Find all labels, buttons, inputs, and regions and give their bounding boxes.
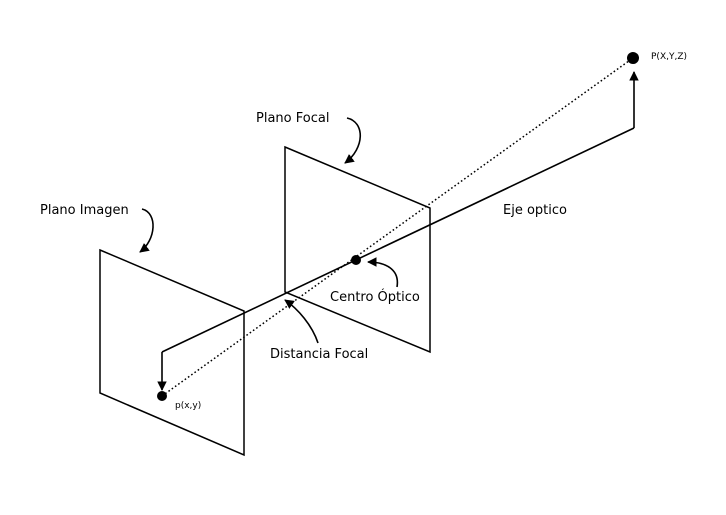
centro-optico-label: Centro Óptico <box>330 289 420 305</box>
distancia-focal-label: Distancia Focal <box>270 347 368 362</box>
image-plane <box>99 248 245 457</box>
plano-focal-label: Plano Focal <box>256 111 329 126</box>
image-point-dot <box>157 391 167 401</box>
focal-plane <box>284 145 431 354</box>
optical-axis-line <box>161 127 635 353</box>
distancia-focal-callout-arrow <box>284 299 319 344</box>
image-point-label: p(x,y) <box>175 401 201 411</box>
plano-focal-callout-arrow <box>344 117 361 164</box>
centro-optico-callout-arrow <box>367 257 399 288</box>
optical-center-dot <box>351 255 361 265</box>
world-point-label: P(X,Y,Z) <box>651 52 687 62</box>
plano-imagen-label: Plano Imagen <box>40 203 129 218</box>
plano-imagen-callout-arrow <box>139 208 154 253</box>
eje-optico-label: Eje optico <box>503 203 567 218</box>
world-point-dot <box>627 52 639 64</box>
projection-ray <box>161 57 634 397</box>
